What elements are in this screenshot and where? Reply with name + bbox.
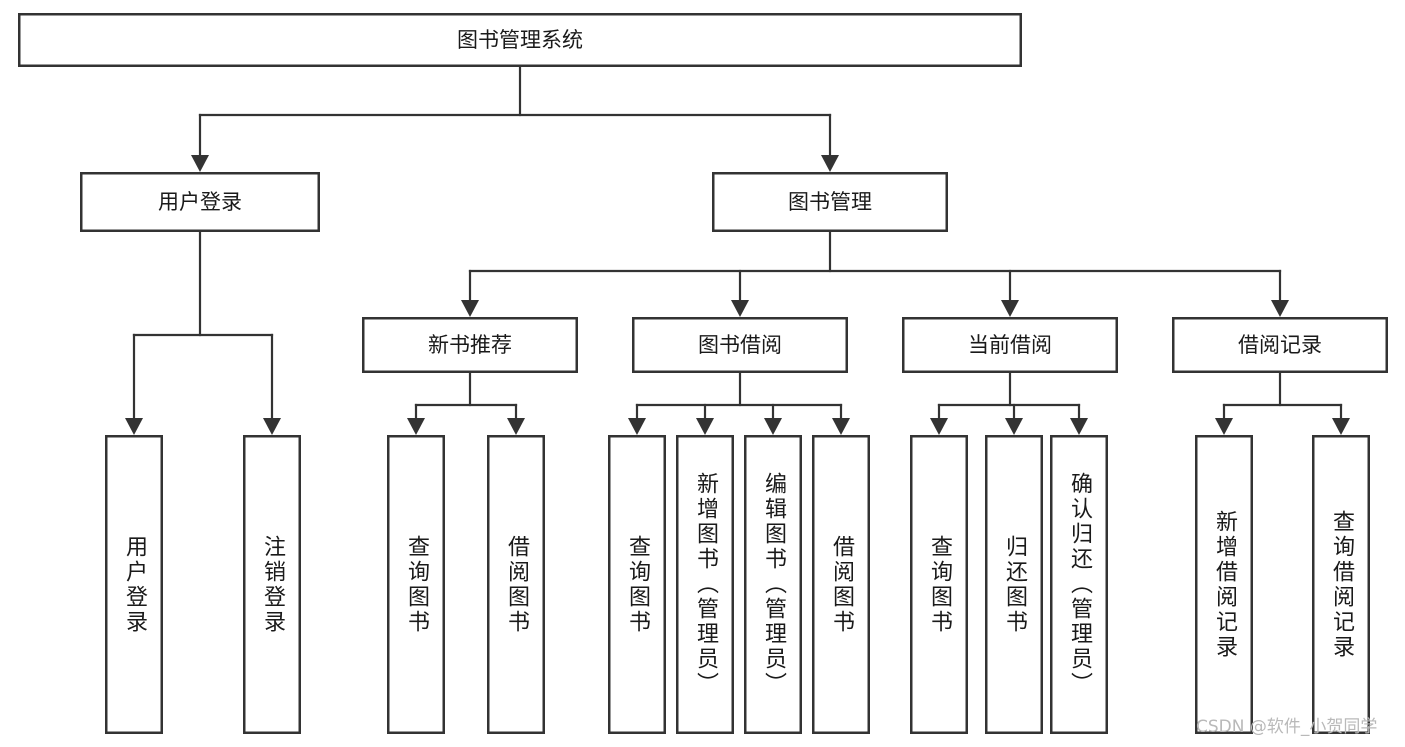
- edge-user-login-to-leaf-logout-arrowhead: [263, 418, 281, 435]
- edge-book-manage-to-borrow-record-arrowhead: [1271, 300, 1289, 317]
- node-root-box[interactable]: [18, 13, 1022, 67]
- edge-new-book-recommend-to-leaf-borrow-book-1-arrowhead: [507, 418, 525, 435]
- node-leaf-return-book-box[interactable]: [985, 435, 1043, 734]
- connector-layer: [125, 65, 1350, 435]
- node-user-login-box[interactable]: [80, 172, 320, 232]
- node-book-borrow-box[interactable]: [632, 317, 848, 373]
- node-leaf-confirm-return-box[interactable]: [1050, 435, 1108, 734]
- node-leaf-edit-book-box[interactable]: [744, 435, 802, 734]
- edge-book-borrow-to-leaf-edit-book-arrowhead: [764, 418, 782, 435]
- box-layer: [18, 13, 1388, 734]
- edge-book-borrow-to-leaf-add-book-arrowhead: [696, 418, 714, 435]
- node-leaf-query-record-box[interactable]: [1312, 435, 1370, 734]
- edge-user-login-to-leaf-user-login-arrowhead: [125, 418, 143, 435]
- node-book-borrow-label: 图书借阅: [698, 333, 782, 357]
- edge-root-to-user-login-arrowhead: [191, 155, 209, 172]
- node-current-borrow-box[interactable]: [902, 317, 1118, 373]
- node-leaf-query-book-2-box[interactable]: [608, 435, 666, 734]
- node-leaf-query-book-1-box[interactable]: [387, 435, 445, 734]
- node-new-book-recommend-label: 新书推荐: [428, 333, 512, 357]
- node-leaf-logout-box[interactable]: [243, 435, 301, 734]
- node-leaf-borrow-book-2-box[interactable]: [812, 435, 870, 734]
- node-leaf-add-book-box[interactable]: [676, 435, 734, 734]
- node-book-manage-box[interactable]: [712, 172, 948, 232]
- node-leaf-query-book-3-box[interactable]: [910, 435, 968, 734]
- edge-book-manage-to-current-borrow-arrowhead: [1001, 300, 1019, 317]
- node-borrow-record-box[interactable]: [1172, 317, 1388, 373]
- edge-book-manage-to-book-borrow-arrowhead: [731, 300, 749, 317]
- node-new-book-recommend-box[interactable]: [362, 317, 578, 373]
- node-current-borrow-label: 当前借阅: [968, 333, 1052, 357]
- edge-book-borrow-to-leaf-query-book-2-arrowhead: [628, 418, 646, 435]
- edge-root-to-book-manage-arrowhead: [821, 155, 839, 172]
- edge-new-book-recommend-to-leaf-query-book-1-arrowhead: [407, 418, 425, 435]
- node-leaf-user-login-box[interactable]: [105, 435, 163, 734]
- node-leaf-borrow-book-1-box[interactable]: [487, 435, 545, 734]
- node-user-login-label: 用户登录: [158, 190, 242, 214]
- edge-current-borrow-to-leaf-confirm-return-arrowhead: [1070, 418, 1088, 435]
- edge-current-borrow-to-leaf-query-book-3-arrowhead: [930, 418, 948, 435]
- edge-book-manage-to-new-book-recommend-arrowhead: [461, 300, 479, 317]
- node-root-label: 图书管理系统: [457, 28, 583, 52]
- node-borrow-record-label: 借阅记录: [1238, 333, 1322, 357]
- edge-borrow-record-to-leaf-query-record-arrowhead: [1332, 418, 1350, 435]
- node-book-manage-label: 图书管理: [788, 190, 872, 214]
- edge-borrow-record-to-leaf-add-record-arrowhead: [1215, 418, 1233, 435]
- edge-current-borrow-to-leaf-return-book-arrowhead: [1005, 418, 1023, 435]
- node-leaf-add-record-box[interactable]: [1195, 435, 1253, 734]
- edge-book-borrow-to-leaf-borrow-book-2-arrowhead: [832, 418, 850, 435]
